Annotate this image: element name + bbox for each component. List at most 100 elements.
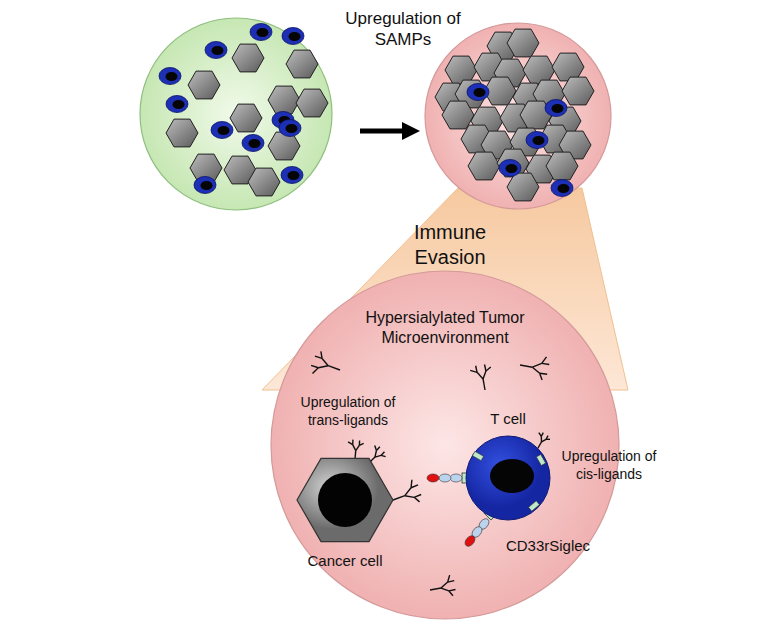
tumor-cell-hexagon [296, 89, 328, 117]
glycan-branch [542, 357, 547, 364]
tumor-cell-hexagon [562, 77, 594, 105]
tumor-cell-hexagon [468, 152, 500, 180]
glycan-branch [476, 366, 477, 373]
glycan-branch [483, 379, 485, 390]
immune-cell [159, 68, 181, 85]
t-cell-nucleus [490, 459, 534, 493]
glycan-branch [353, 445, 356, 451]
immune-cell [205, 42, 227, 59]
immune-cell [211, 122, 233, 139]
glycan-branch [546, 439, 550, 440]
siglec-domain [427, 474, 439, 482]
glycan-branch [318, 366, 328, 368]
zoom-label: Immune Evasion [395, 220, 505, 270]
glycan-branch [520, 365, 532, 367]
glycan-branch [393, 496, 405, 500]
immune-cell [250, 24, 272, 41]
glycan-branch [359, 443, 363, 445]
cancer-cell-nucleus [318, 473, 372, 527]
tumor-cell-hexagon [268, 132, 300, 160]
tumor-tissue [425, 23, 611, 209]
immune-cell [545, 100, 567, 117]
tumor-cell-hexagon [268, 86, 300, 114]
sialylated-glycan [520, 357, 549, 380]
glycan-branch [348, 442, 353, 445]
tumor-cell-hexagon [232, 44, 264, 72]
glycan-branch [381, 455, 386, 456]
immune-cell-nucleus [166, 72, 178, 81]
t-cell-body [466, 436, 550, 520]
callout-label: Upregulation of trans-ligands [288, 394, 408, 429]
immune-cell-nucleus [286, 124, 298, 133]
glycan-branch [540, 373, 547, 374]
glycan-branch [405, 496, 414, 498]
immune-cell-nucleus [249, 139, 261, 148]
sialylated-glycan [430, 575, 455, 596]
immune-cell-nucleus [212, 46, 224, 55]
glycan-branch [477, 372, 483, 379]
immune-cell [282, 28, 304, 45]
glycan-branch [321, 351, 322, 358]
sialylated-glycan [470, 365, 491, 390]
immune-cell [281, 167, 303, 184]
glycan-branch [312, 368, 318, 374]
glycan-branch [449, 591, 453, 596]
glycan-branch [430, 588, 441, 590]
immune-cell-nucleus [289, 32, 301, 41]
node-shape [458, 410, 558, 540]
normal-tissue-circle [140, 18, 332, 210]
cis-ligand-mark [472, 451, 483, 460]
node-label: Cancer cell [290, 552, 400, 571]
immune-cell-nucleus [474, 88, 486, 97]
immune-cell-nucleus [533, 136, 545, 145]
zoom-circle [271, 271, 619, 619]
glycan-branch [328, 366, 340, 370]
immune-cell-nucleus [506, 164, 518, 173]
tumor-cell-hexagon [248, 168, 280, 196]
siglec-domain [439, 474, 451, 482]
glycan-branch [542, 363, 549, 364]
immune-cell-nucleus [218, 126, 230, 135]
immune-cell [166, 96, 188, 113]
immune-cell [499, 160, 521, 177]
sialylated-glycan [311, 351, 340, 373]
glycan-branch [369, 457, 375, 463]
immune-cell-nucleus [201, 181, 213, 190]
node-shape [290, 452, 400, 592]
cis-ligand-mark [536, 454, 545, 465]
immune-cell [551, 180, 573, 197]
tumor-cell-hexagon [507, 29, 539, 57]
cancer-cell: Cancer cell [290, 452, 400, 592]
tumor-cell-hexagon [507, 173, 539, 201]
immune-cell-nucleus [257, 28, 269, 37]
process-label: Upregulation of SAMPs [335, 8, 471, 51]
node-label: T cell [458, 410, 558, 429]
immune-cell-nucleus [552, 104, 564, 113]
glycan-branch [532, 363, 541, 367]
glycan-branch [405, 488, 411, 496]
sialylated-glycan [348, 440, 364, 459]
t-cell: T cell [458, 410, 558, 540]
glycan-branch [315, 356, 322, 358]
sialylated-glycan [369, 445, 386, 463]
immune-cell [242, 135, 264, 152]
immune-cell-nucleus [288, 171, 300, 180]
glycan-branch [448, 581, 455, 582]
immune-cell-nucleus [173, 100, 185, 109]
receptor-label: CD33rSiglec [500, 537, 596, 556]
glycan-branch [449, 590, 456, 591]
glycan-branch [375, 455, 381, 457]
glycan-branch [322, 358, 328, 365]
glycan-branch [356, 445, 360, 450]
glycan-branch [441, 582, 448, 588]
glycan-branch [441, 588, 449, 591]
arrow-shaft [360, 129, 404, 134]
node-label: Hypersialylated Tumor Microenvironment [350, 308, 540, 348]
tumor-tissue-circle [425, 23, 611, 209]
tumor-microenvironment-circle: Cancer cell T cell Hypersialylated Tumor M… [270, 270, 620, 620]
glycan-branch [483, 371, 486, 379]
glycan-branch [532, 367, 539, 373]
callout-label: Upregulation of cis-ligands [552, 448, 666, 483]
sialylated-glycan [393, 480, 421, 502]
